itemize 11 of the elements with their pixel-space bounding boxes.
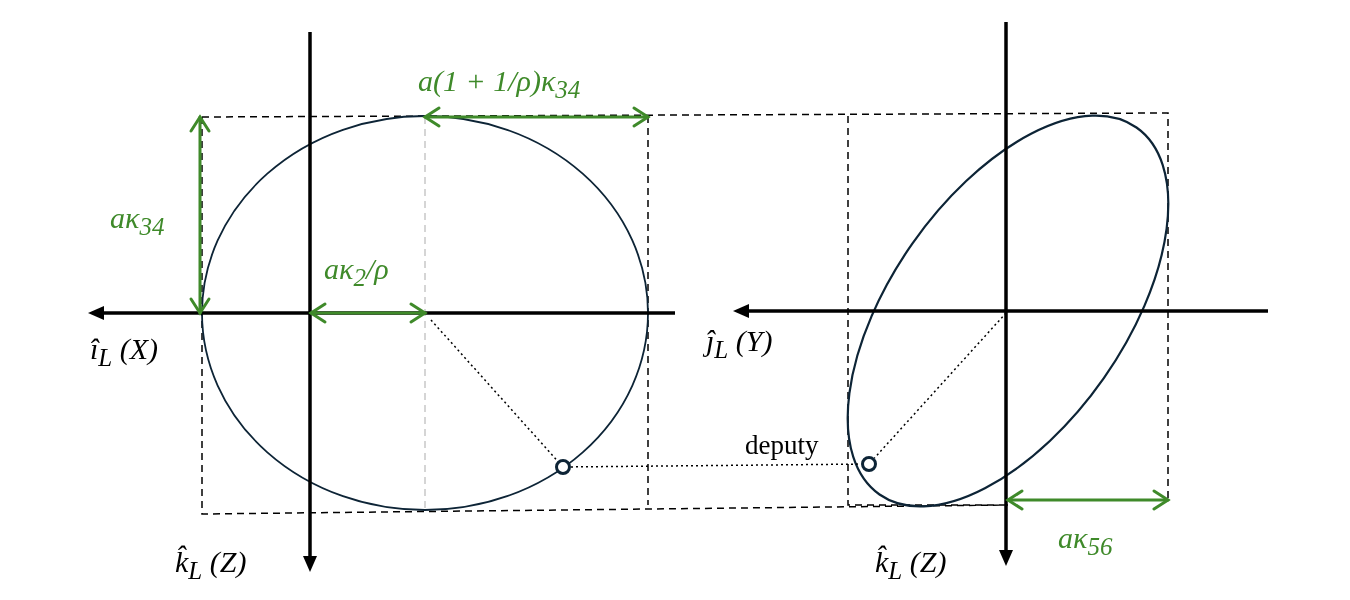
deputy-marker bbox=[555, 459, 571, 475]
edge-label: deputy bbox=[745, 432, 819, 459]
axis-label: î$_{L}$ (X) bbox=[90, 334, 159, 370]
axis-label: k̂$_{L}$ (Z) bbox=[175, 547, 247, 583]
dimension-label: aκ$_{2}$/ρ bbox=[324, 254, 389, 290]
dotted-connector bbox=[430, 319, 559, 462]
deputy-marker bbox=[861, 456, 877, 472]
axis-label: k̂$_{L}$ (Z) bbox=[875, 547, 947, 583]
dimension-label: a(1 + 1/ρ)κ$_{34}$ bbox=[418, 66, 581, 102]
dimension-label: aκ$_{34}$ bbox=[110, 203, 165, 239]
dimension-label: aκ$_{56}$ bbox=[1058, 523, 1113, 559]
